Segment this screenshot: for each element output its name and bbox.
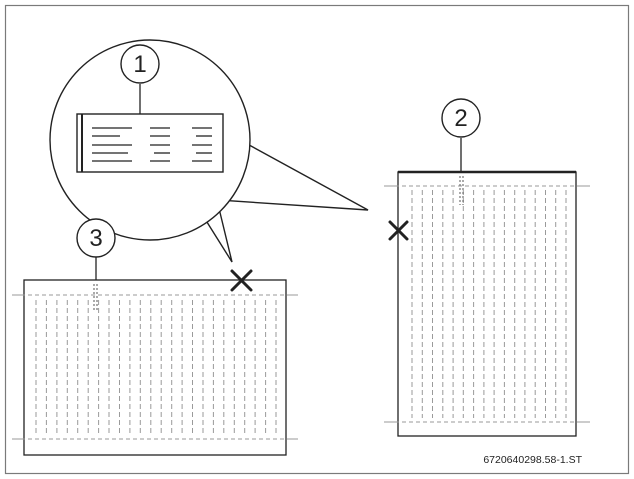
figure-reference-code: 6720640298.58-1.ST: [483, 454, 582, 466]
radiator-horizontal-fins: [35, 300, 277, 434]
x-marker-horizontal: [230, 269, 253, 292]
x-marker-vertical: [388, 220, 409, 241]
radiator-vertical-fins: [411, 190, 567, 418]
radiator-vertical: [384, 170, 590, 437]
radiator-vertical-body: [397, 171, 577, 437]
callout-3: 3: [76, 218, 116, 280]
callout-1: 1: [120, 44, 160, 114]
callout-2-label: 2: [454, 105, 467, 132]
callout-2: 2: [441, 98, 481, 172]
radiator-horizontal: [12, 279, 298, 456]
nameplate-frame: [76, 113, 224, 173]
nameplate: [76, 113, 224, 173]
nameplate-text-lines: [92, 127, 212, 162]
callout-3-label: 3: [89, 225, 102, 252]
callout-1-label: 1: [133, 51, 146, 78]
radiator-horizontal-body: [23, 279, 287, 456]
